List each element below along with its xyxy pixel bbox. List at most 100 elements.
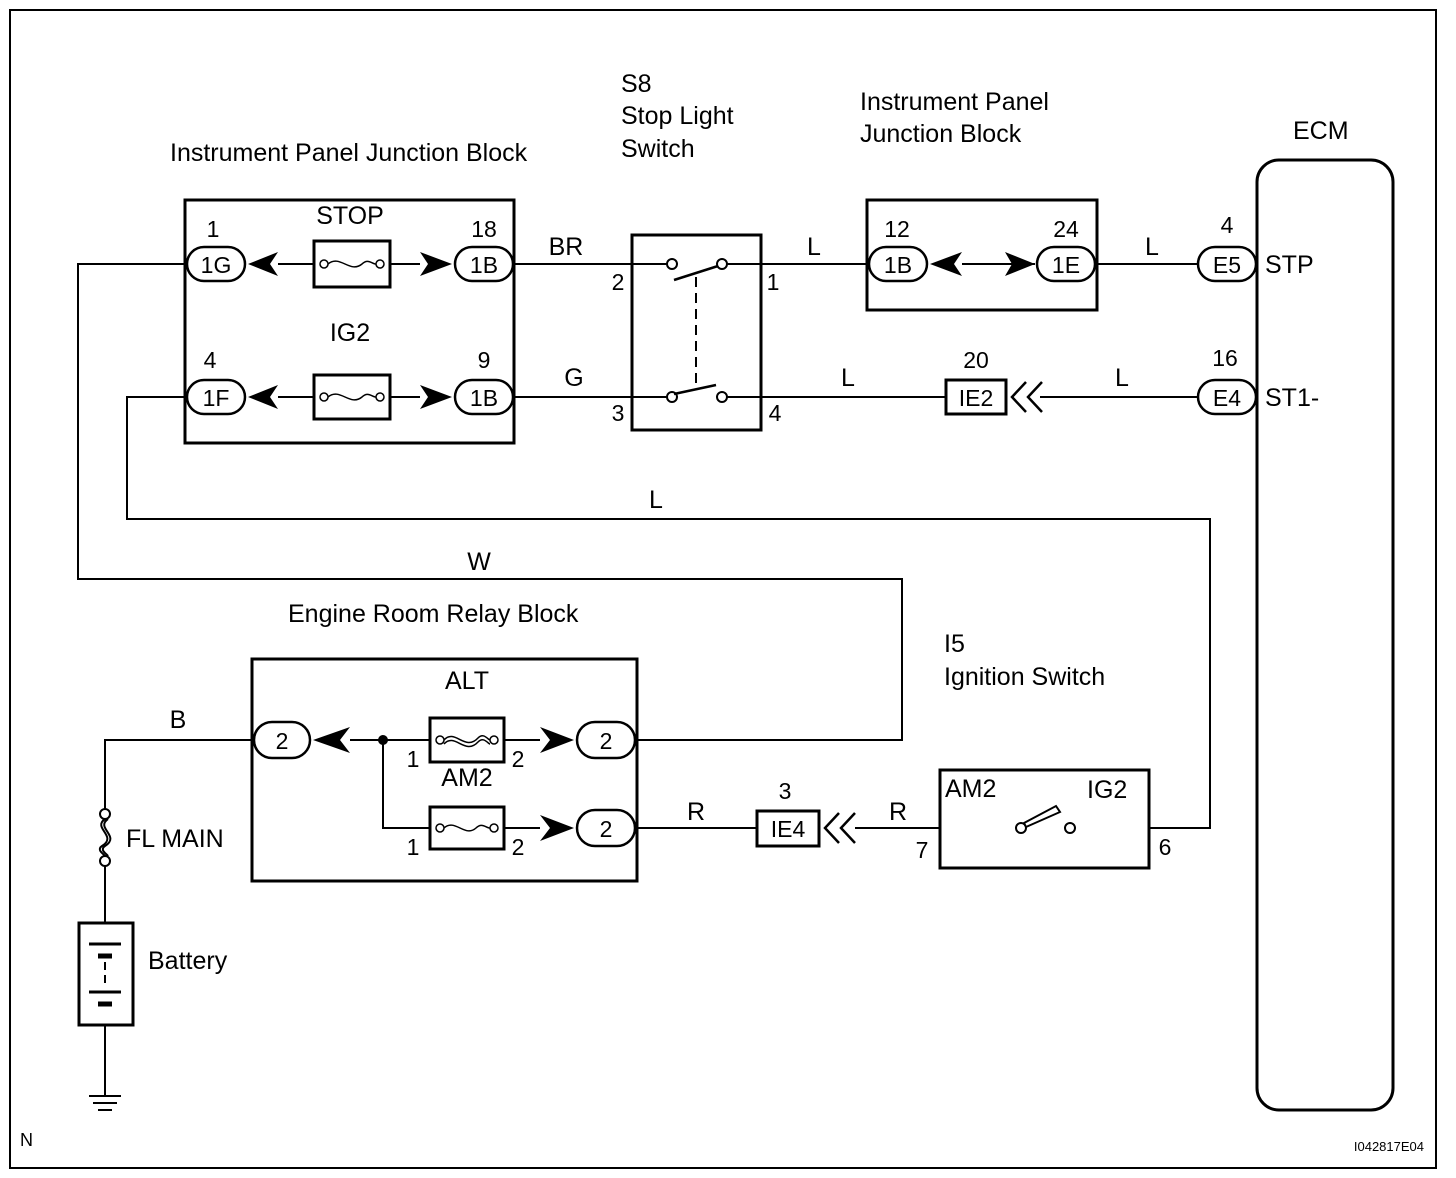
stop-switch-contacts bbox=[666, 258, 728, 403]
connector-ie4-label: IE4 bbox=[771, 816, 806, 842]
fuse-am2-label: AM2 bbox=[441, 764, 492, 792]
connector-e5-label: E5 bbox=[1213, 252, 1241, 278]
connector-1b-stop-label: 1B bbox=[470, 252, 498, 278]
connector-1g-label: 1G bbox=[201, 252, 232, 278]
diagram-frame bbox=[9, 9, 1437, 1169]
wire-color-label: R bbox=[687, 798, 705, 826]
pin-number: 2 bbox=[512, 834, 525, 860]
wire-color-label: R bbox=[889, 798, 907, 826]
wire-color-label: B bbox=[170, 706, 187, 734]
connector-1f-label: 1F bbox=[203, 385, 230, 411]
battery-label: Battery bbox=[148, 947, 228, 975]
connector-1e-label: 1E bbox=[1052, 252, 1080, 278]
ecm-pin-stp: STP bbox=[1265, 251, 1314, 279]
connector-1b-stop bbox=[453, 245, 515, 283]
wire-color-label: G bbox=[564, 364, 583, 392]
ipjb-right-box bbox=[865, 198, 1099, 312]
engine-relay-box bbox=[250, 657, 639, 883]
ipjb-right-label-1: Instrument Panel bbox=[860, 88, 1049, 116]
terminal-arrow-icon bbox=[248, 252, 1035, 841]
pin-number: 7 bbox=[916, 837, 929, 863]
connector-relay-left-label: 2 bbox=[276, 728, 289, 754]
connector-1b-right bbox=[867, 245, 929, 283]
connector-1b-ig2 bbox=[453, 378, 515, 416]
wire-color-label: L bbox=[649, 486, 663, 514]
wires bbox=[77, 263, 1211, 1095]
wire-color-label: BR bbox=[549, 233, 584, 261]
connector-relay-left bbox=[252, 720, 312, 760]
pin-number: 1 bbox=[407, 834, 420, 860]
ecm-pin-st1: ST1- bbox=[1265, 384, 1319, 412]
pin-number: 4 bbox=[769, 400, 782, 426]
ignition-switch-id: I5 bbox=[944, 630, 965, 658]
corner-code-left: N bbox=[20, 1130, 33, 1150]
pin-number: 1 bbox=[767, 269, 780, 295]
fuse-icon bbox=[428, 805, 506, 851]
ecm-label: ECM bbox=[1293, 117, 1349, 145]
connector-1b-right-label: 1B bbox=[884, 252, 912, 278]
connector-1b-ig2-label: 1B bbox=[470, 385, 498, 411]
connector-relay-am2 bbox=[575, 808, 637, 848]
wire-color-label: L bbox=[1115, 364, 1129, 392]
fuse-alt-label: ALT bbox=[445, 667, 489, 695]
fl-main-link-icon bbox=[98, 808, 112, 867]
connector-ie2 bbox=[944, 378, 1008, 416]
wire-color-label: L bbox=[841, 364, 855, 392]
connector-relay-am2-label: 2 bbox=[600, 816, 613, 842]
ign-term-ig2: IG2 bbox=[1087, 776, 1127, 804]
pin-number: 9 bbox=[478, 347, 491, 373]
pin-number: 2 bbox=[512, 746, 525, 772]
connector-e5 bbox=[1196, 245, 1258, 283]
pin-number: 4 bbox=[1221, 212, 1234, 238]
wire-color-label: W bbox=[467, 548, 491, 576]
stop-switch-id: S8 bbox=[621, 70, 652, 98]
pin-number: 4 bbox=[204, 347, 217, 373]
connector-ie2-label: IE2 bbox=[959, 385, 994, 411]
wire-color-label: L bbox=[807, 233, 821, 261]
connector-relay-alt bbox=[575, 720, 637, 760]
battery-icon bbox=[89, 942, 121, 1007]
pin-number: 16 bbox=[1212, 345, 1238, 371]
fl-main-label: FL MAIN bbox=[126, 825, 224, 853]
figure-code: I042817E04 bbox=[1354, 1139, 1424, 1154]
connector-e4 bbox=[1196, 378, 1258, 416]
pin-number: 1 bbox=[407, 746, 420, 772]
ignition-switch-box bbox=[938, 768, 1151, 870]
pin-number: 24 bbox=[1053, 216, 1079, 242]
ecm-box bbox=[1255, 158, 1395, 1112]
stop-switch-label-2: Switch bbox=[621, 135, 695, 163]
fuse-icon bbox=[312, 239, 392, 289]
wire-color-label: L bbox=[1145, 233, 1159, 261]
connector-1g bbox=[185, 245, 247, 283]
pin-number: 18 bbox=[471, 216, 497, 242]
pin-number: 20 bbox=[963, 347, 989, 373]
ignition-switch-label: Ignition Switch bbox=[944, 663, 1105, 691]
chevron-icon bbox=[823, 381, 1043, 844]
connector-ie4 bbox=[755, 809, 821, 848]
connector-e4-label: E4 bbox=[1213, 385, 1241, 411]
junction-dot bbox=[378, 735, 388, 745]
engine-relay-label: Engine Room Relay Block bbox=[288, 600, 579, 628]
stop-switch-box bbox=[630, 233, 763, 432]
pin-number: 3 bbox=[779, 778, 792, 804]
pin-number: 6 bbox=[1159, 834, 1172, 860]
pin-number: 2 bbox=[612, 269, 625, 295]
pin-number: 3 bbox=[612, 400, 625, 426]
fuse-icon bbox=[312, 373, 392, 421]
ignition-switch-contacts bbox=[1015, 804, 1076, 834]
ipjb-left-label: Instrument Panel Junction Block bbox=[170, 139, 528, 167]
connector-1f bbox=[185, 378, 247, 416]
fusible-link-icon bbox=[428, 716, 506, 764]
pin-number: 1 bbox=[207, 216, 220, 242]
pin-number: 12 bbox=[884, 216, 910, 242]
battery-box bbox=[77, 921, 135, 1027]
stop-switch-label-1: Stop Light bbox=[621, 102, 734, 130]
ground-icon bbox=[89, 1095, 121, 1111]
ipjb-right-label-2: Junction Block bbox=[860, 120, 1022, 148]
fuse-ig2-label: IG2 bbox=[330, 319, 370, 347]
connector-1e bbox=[1035, 245, 1097, 283]
ign-term-am2: AM2 bbox=[945, 775, 996, 803]
fuse-stop-label: STOP bbox=[316, 202, 384, 230]
ipjb-left-box bbox=[183, 198, 516, 445]
